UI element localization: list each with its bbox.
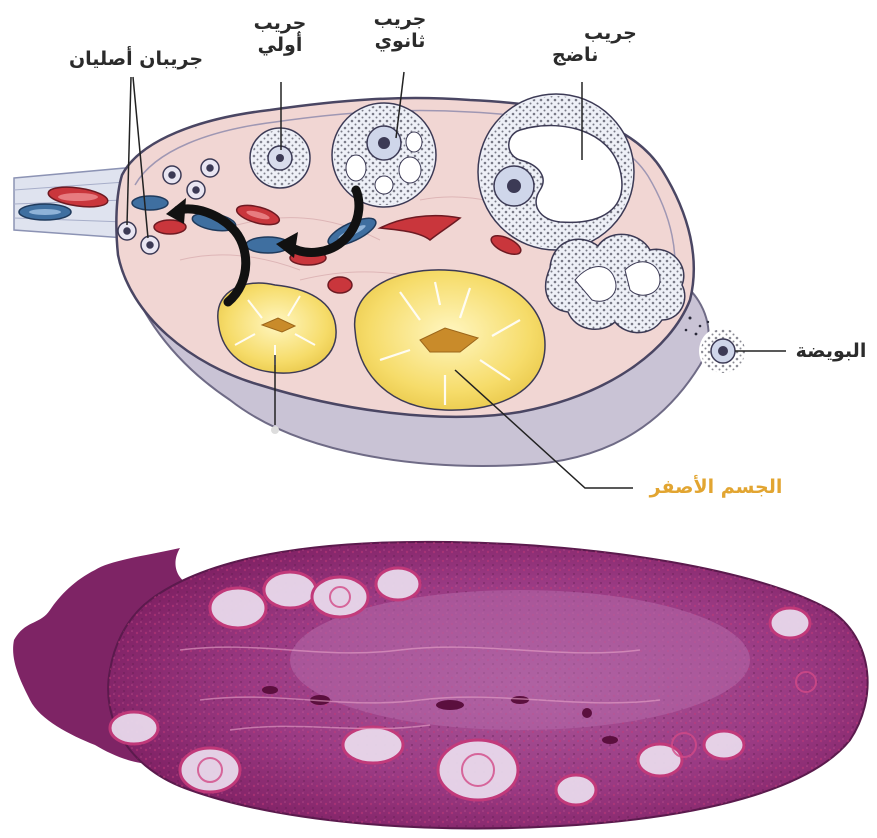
ovary-illustration bbox=[14, 72, 786, 488]
label-secondary-line1: جريب bbox=[360, 8, 440, 30]
label-primary-line2: أولي bbox=[245, 34, 315, 56]
histology-section bbox=[13, 542, 868, 829]
label-secondary-line2: ثانوي bbox=[360, 30, 440, 52]
label-ovum: البويضة bbox=[788, 340, 874, 362]
primary-follicle bbox=[250, 128, 310, 188]
label-secondary-follicle: جريب ثانوي bbox=[360, 8, 440, 52]
label-primordial-follicles: جريبان أصليان bbox=[52, 48, 220, 70]
label-mature-follicle: جريب ناضج bbox=[548, 22, 648, 66]
secondary-follicle bbox=[332, 103, 436, 207]
label-corpus-luteum: الجسم الأصفر bbox=[632, 476, 800, 498]
mature-follicle bbox=[478, 94, 634, 250]
label-primary-follicle: جريب أولي bbox=[245, 12, 315, 56]
label-mature-line1: جريب bbox=[548, 22, 648, 44]
label-primary-line1: جريب bbox=[245, 12, 315, 34]
label-mature-line2: ناضج bbox=[548, 44, 648, 66]
